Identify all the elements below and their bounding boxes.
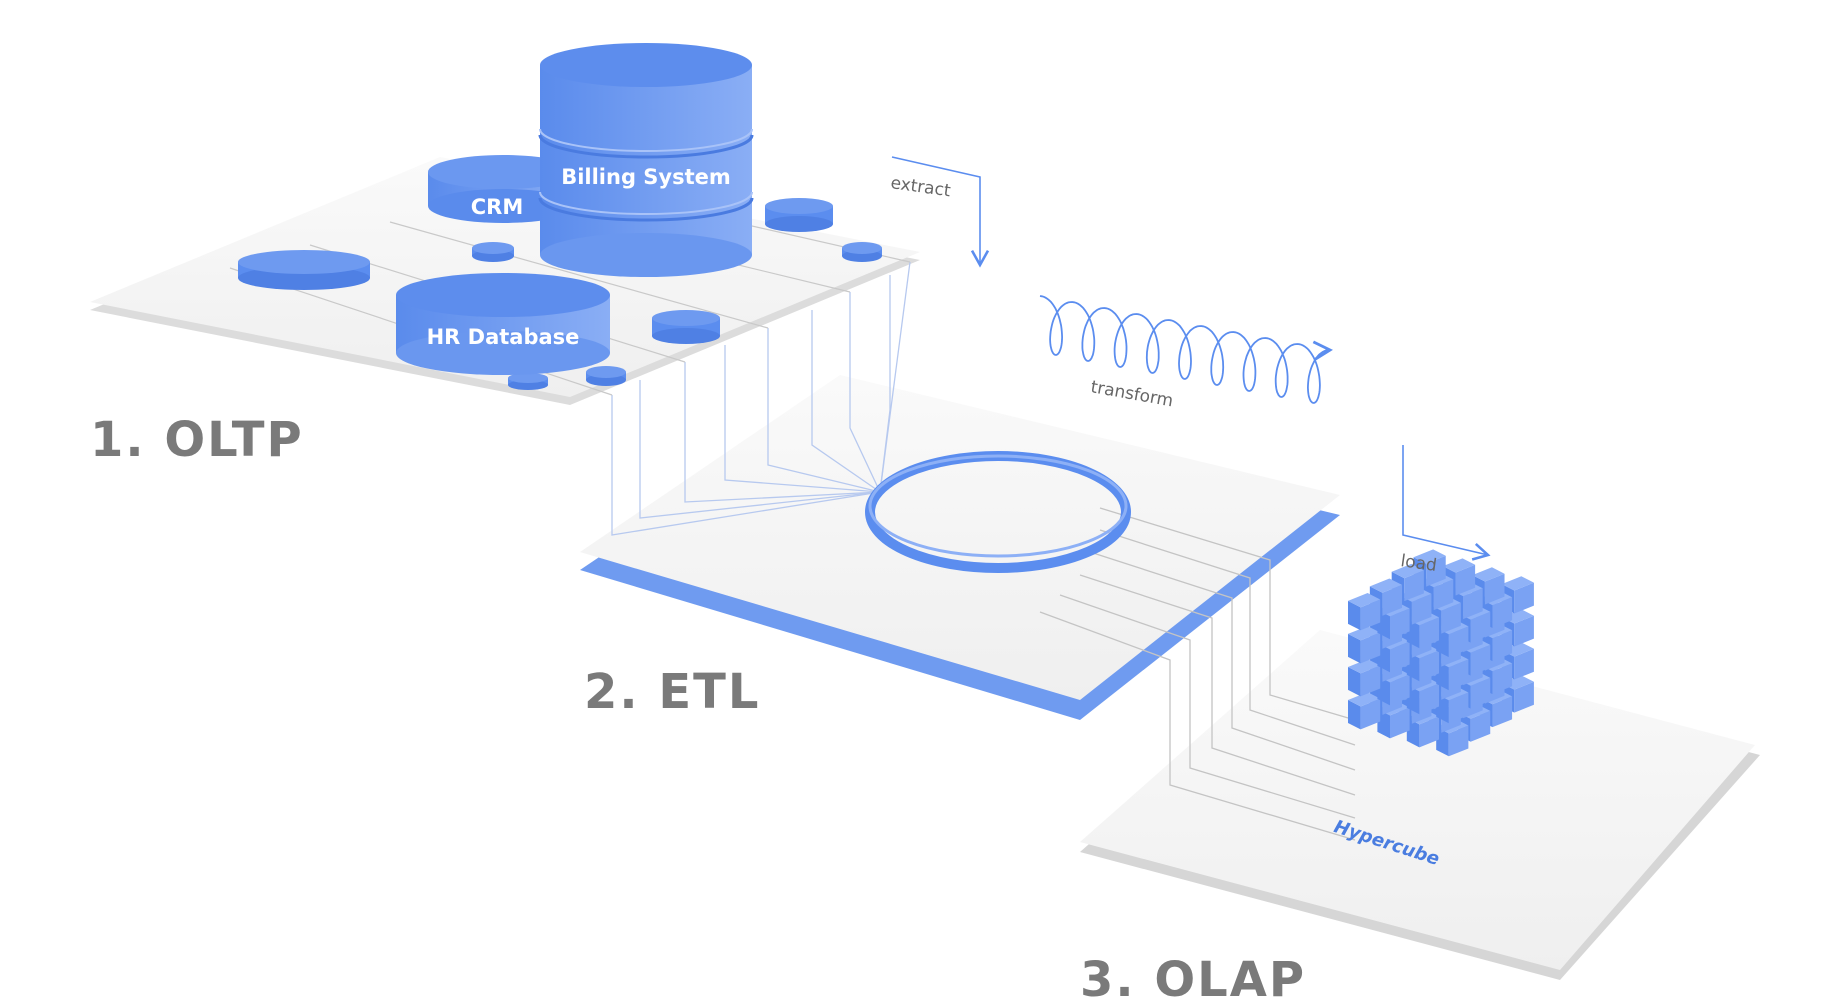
hr-label: HR Database (427, 325, 580, 349)
hypercube (1348, 549, 1534, 757)
billing-label: Billing System (561, 165, 731, 189)
etl-to-olap-lines (1039, 507, 1356, 841)
extract-label: extract (889, 173, 952, 201)
olap-title: 3. OLAP (1080, 952, 1306, 1002)
etl-ring (865, 451, 1131, 573)
small-disks (238, 198, 882, 390)
load-arrow (1402, 445, 1491, 561)
hr-database: HR Database (396, 273, 610, 375)
crm-label: CRM (471, 195, 523, 219)
hypercube-cell (1348, 692, 1381, 730)
hypercube-cell (1348, 659, 1381, 697)
oltp-title: 1. OLTP (90, 412, 304, 468)
transform-spiral-icon (1039, 295, 1333, 404)
hypercube-cell (1348, 626, 1381, 664)
extract-arrow (891, 156, 990, 268)
billing-database: Billing System (538, 43, 754, 277)
etl-title: 2. ETL (584, 664, 760, 720)
olap-platform (1080, 630, 1760, 980)
etl-platform (580, 375, 1340, 720)
transform-label: transform (1089, 377, 1175, 411)
hypercube-cell (1348, 593, 1381, 631)
oltp-to-etl-lines (611, 261, 911, 536)
